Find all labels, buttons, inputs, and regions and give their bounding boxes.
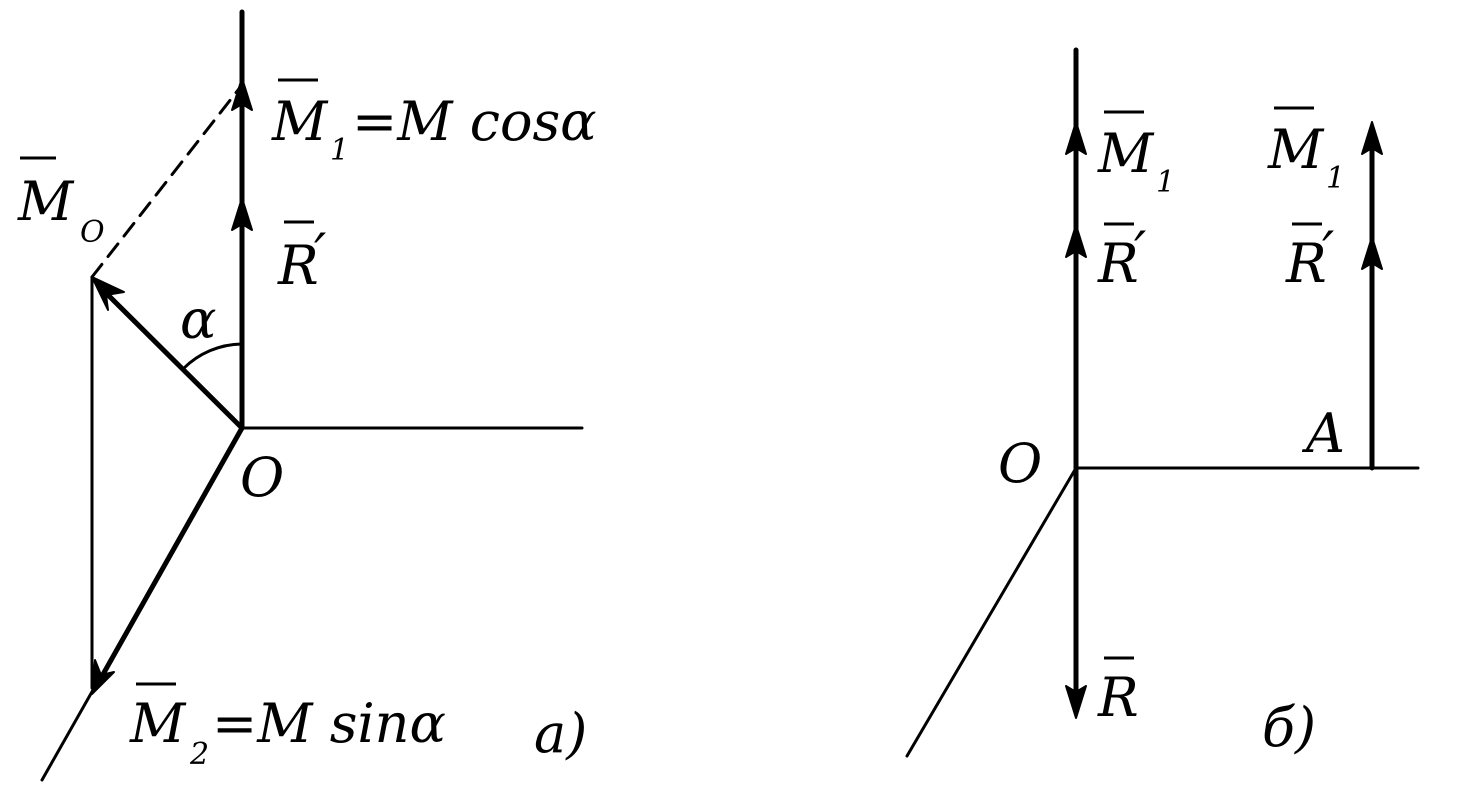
label-m2-rhs: =M sinα (212, 692, 446, 755)
label-m1-a-rhs: =M cosα (352, 90, 597, 153)
arrowheads-a (91, 77, 253, 695)
label-m1-a-sub: 1 (330, 133, 349, 168)
label-alpha: α (180, 288, 216, 351)
label-m1-b-o-sub: 1 (1156, 165, 1175, 200)
arrowhead-m2 (91, 659, 115, 695)
label-a: A (1301, 402, 1345, 465)
label-m2-letter: M (129, 692, 187, 755)
label-rprime-b-o-letter: R (1097, 232, 1139, 295)
arrowhead-r-down (1065, 685, 1087, 719)
labels-a: M O M 1 =M cosα R ′ α O M 2 =M sinα а) (17, 78, 597, 772)
label-mo-letter: M (17, 170, 75, 233)
labels-b: M 1 R ′ M 1 R ′ O A R б) (998, 106, 1345, 759)
label-o-b: O (998, 432, 1042, 495)
vector-m2 (94, 425, 245, 688)
arrowhead-m1-b-o (1065, 121, 1087, 155)
axis-b-diagonal (905, 466, 1078, 758)
label-rprime-b-a-letter: R (1285, 232, 1327, 295)
label-m1-b-a-sub: 1 (1326, 161, 1345, 196)
label-o-a: O (240, 446, 284, 509)
arrowhead-rprime-b-a (1361, 236, 1383, 270)
label-m1-b-a-letter: M (1267, 118, 1325, 181)
label-rprime-a-prime: ′ (314, 222, 326, 285)
arrowheads-b (1065, 121, 1383, 719)
arrowhead-rprime-a (231, 197, 253, 231)
diagram-b (905, 47, 1420, 758)
label-r-down: R (1097, 666, 1139, 729)
label-m2-sub: 2 (189, 737, 209, 772)
label-m1-a-letter: M (271, 90, 329, 153)
label-rprime-b-o-prime: ′ (1134, 220, 1146, 283)
arrowhead-m1-b-a (1361, 121, 1383, 155)
dashed-projection (90, 83, 244, 279)
vector-mo (100, 287, 245, 431)
axis-a-diagonal-thin (40, 688, 95, 782)
diagram-a (40, 9, 584, 782)
caption-a: а) (534, 702, 587, 765)
label-mo-sub: O (80, 215, 105, 250)
caption-b: б) (1262, 696, 1316, 759)
arrowhead-mo (91, 276, 125, 311)
label-m1-b-o-letter: M (1097, 122, 1155, 185)
angle-arc (181, 342, 244, 371)
arrowhead-rprime-b-o (1065, 224, 1087, 258)
arrowhead-m1-a (231, 77, 253, 111)
label-rprime-a-letter: R (277, 234, 319, 297)
label-rprime-b-a-prime: ′ (1322, 220, 1334, 283)
